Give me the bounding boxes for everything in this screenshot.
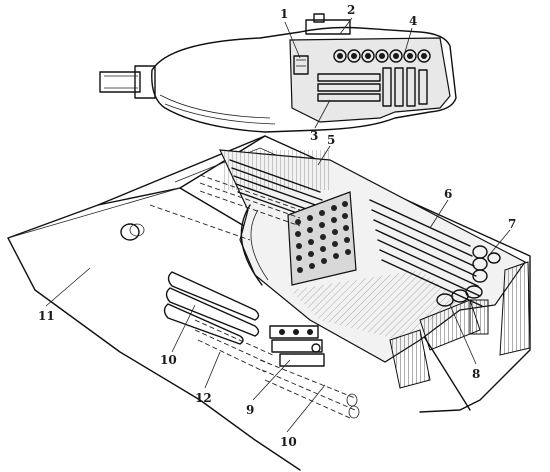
callout-9: 9 [246, 403, 254, 417]
hull-right-round-ends [472, 245, 501, 283]
callout-12: 12 [195, 391, 212, 405]
callout-10-upper: 10 [160, 353, 177, 367]
hidden-rounds-left [149, 174, 301, 241]
side-rounds-upper [163, 271, 260, 345]
callout-11: 11 [38, 309, 55, 323]
turret-vertical-rounds [382, 67, 428, 107]
outer-round-end [120, 223, 145, 241]
hull-side-rounds [369, 199, 483, 307]
callout-5: 5 [327, 133, 335, 147]
callout-10-lower: 10 [280, 435, 297, 449]
turret-round-rack [333, 49, 431, 63]
hull-round-end-rack [287, 191, 357, 286]
callout-leaders [45, 17, 511, 433]
gun-barrel [99, 65, 156, 99]
turret [99, 13, 457, 133]
hull-rear-wall [389, 261, 531, 389]
hull-lower-right-rounds [419, 285, 489, 351]
callout-4: 4 [409, 14, 417, 28]
turret-box [293, 55, 309, 75]
turret-cutaway [289, 37, 451, 123]
turret-horizontal-rounds [317, 73, 381, 102]
side-magazine-boxes [269, 325, 325, 367]
callout-7: 7 [508, 217, 516, 231]
callout-3: 3 [310, 129, 318, 143]
hull [7, 135, 531, 471]
callout-1: 1 [280, 7, 288, 21]
callout-2: 2 [347, 3, 355, 17]
callout-labels: 1 2 3 4 5 6 7 8 9 10 10 11 12 [38, 3, 516, 449]
side-rounds-lower-dashed [194, 319, 360, 419]
callout-8: 8 [472, 367, 480, 381]
callout-6: 6 [444, 187, 452, 201]
turret-shell [151, 13, 457, 133]
